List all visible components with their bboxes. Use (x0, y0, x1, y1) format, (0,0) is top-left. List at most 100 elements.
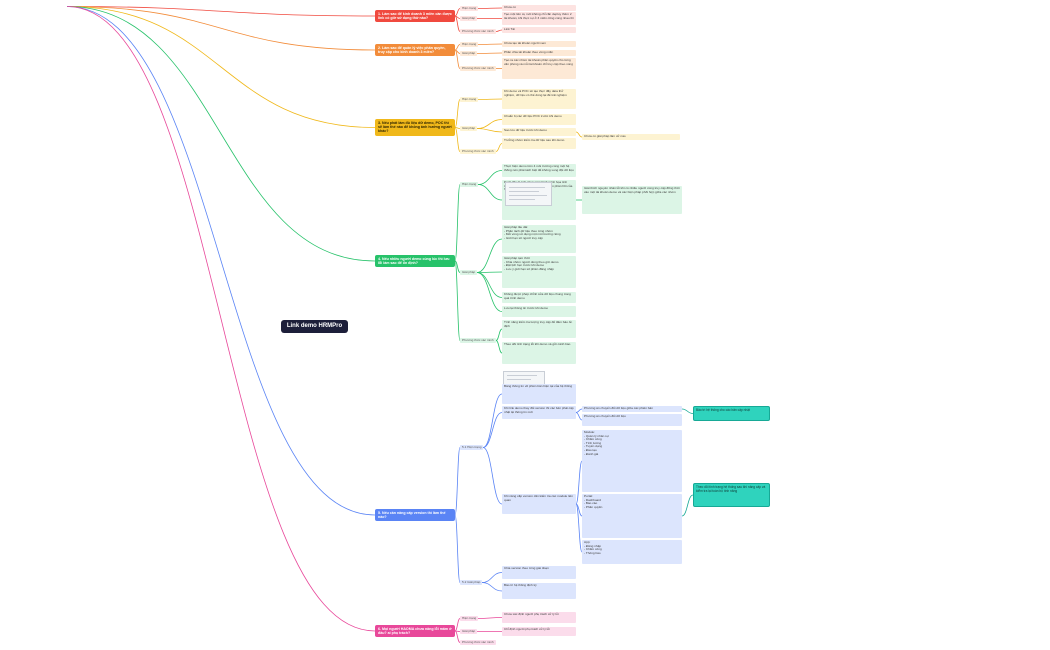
connector (481, 582, 503, 592)
t5-solution-leaf-1[interactable]: Chia version theo từng giai đoạn (502, 566, 576, 579)
t1-solution-leaf[interactable]: Tạo một liên cụ mới không chỉ cần deploy… (502, 12, 576, 25)
connector (482, 447, 503, 505)
t5-callout-2[interactable]: Theo dõi tình trạng hệ thống sau khi nân… (693, 483, 770, 507)
connector (495, 143, 503, 152)
connector (454, 514, 461, 583)
connector (66, 6, 376, 17)
connector (495, 328, 503, 341)
topic-3[interactable]: 3. Nếu phát làm đủ liệu dữ demo, POC thì… (375, 119, 455, 136)
t3-measure-label: Phương thức xác minh (460, 149, 496, 154)
connector (454, 260, 461, 341)
topic-4[interactable]: 4. Nếu nhiều người demo cùng lúc thì lưu… (375, 255, 455, 268)
t5-leaf-c[interactable]: Phương án chuyển đổi dữ liệu giữa các ph… (582, 406, 682, 412)
t5-leaf-app[interactable]: App: - Đăng nhập - Chấm công - Thông báo (582, 540, 682, 564)
connector (477, 43, 503, 45)
connector (476, 119, 503, 129)
t4-measure-leaf-2[interactable]: Theo dõi tình trạng lỗi khi demo và gửi … (502, 342, 576, 364)
connector (66, 6, 376, 632)
connector (477, 184, 503, 201)
t3-solution-leaf-1[interactable]: Chuẩn bị các dữ liệu POC trước khi demo (502, 114, 576, 125)
connector (454, 49, 461, 69)
t5-leaf-b[interactable]: Khi link demo thay đổi version thì các b… (502, 406, 576, 419)
connector (454, 447, 461, 516)
t1-measure-leaf[interactable]: Link Tải (502, 27, 576, 33)
t2-status-label: Hiện trạng (460, 42, 479, 47)
connector (575, 460, 583, 505)
t4-solution-label: Giải pháp (460, 270, 478, 275)
t4-measure-leaf-1[interactable]: Tính năng kiểm tra lượng truy cập để đảm… (502, 320, 576, 338)
t5-leaf-cn[interactable]: Phương án chuyển đổi dữ liệu (582, 414, 682, 426)
connector (482, 412, 503, 448)
t6-solution-leaf[interactable]: Chỉ định người phụ trách xử lý lỗi (502, 627, 576, 636)
t4-status-leaf-1[interactable]: Thực hiện demo trên 4 môi trường cùng mộ… (502, 164, 576, 177)
t1-measure-label: Phương thức xác minh (460, 29, 496, 34)
t1-solution-label: Giải pháp (460, 16, 478, 21)
t3-measure-note[interactable]: Chưa có giải pháp lâm xử nào (582, 134, 680, 140)
connector (454, 630, 461, 643)
t5-leaf-module[interactable]: Module: - Quản lý nhân sự - Chấm công - … (582, 430, 682, 492)
connector (66, 6, 376, 128)
t4-solution-leaf-3[interactable]: Không được phép chỉnh sửa dữ liệu chung … (502, 292, 576, 303)
t5-status-label: 5.1 Hiện trạng (460, 445, 484, 450)
connector (495, 29, 503, 32)
t3-solution-leaf-2[interactable]: Sao lưu dữ liệu trước khi demo (502, 128, 576, 136)
topic-2[interactable]: 2. Làm sao để quản lý việc phân quyền, t… (375, 44, 455, 57)
t5-callout-1[interactable]: Bảo trì hệ thống cho các bản cập nhật (693, 406, 770, 421)
t5-leaf-d[interactable]: Khi nâng cấp version cần kiểm tra các mo… (502, 494, 576, 514)
connector (575, 503, 583, 553)
t3-solution-label: Giải pháp (460, 126, 478, 131)
connector (482, 393, 503, 448)
t4-measure-label: Phương thức xác minh (460, 338, 496, 343)
connector (66, 6, 376, 51)
connector (454, 99, 461, 128)
connector (476, 271, 503, 273)
connector (66, 6, 376, 516)
t4-status-note[interactable]: Giải thích nguyên nhân lỗi khi có nhiều … (582, 186, 682, 214)
connector (476, 52, 503, 54)
t6-measure-label: Phương thức xác minh (460, 640, 496, 645)
t1-status-leaf[interactable]: Chưa có (502, 5, 576, 11)
t5-leaf-a[interactable]: Bảng thông tin về phiên bản hiện tại của… (502, 384, 576, 404)
topic-6[interactable]: 6. Mọi người HAOMA chưa nâng lỗi mâm ở đ… (375, 625, 455, 638)
connector (681, 494, 694, 517)
t3-status-leaf[interactable]: Khi demo và POC sẽ tạo thực đầy data thử… (502, 89, 576, 109)
t3-measure-leaf[interactable]: Trưởng nhóm kiểm tra dữ liệu sau khi dem… (502, 138, 576, 149)
t2-solution-label: Giải pháp (460, 51, 478, 56)
t2-status-leaf[interactable]: Chưa tạo tài khoản người xem (502, 41, 576, 47)
root-node[interactable]: Link demo HRMPro (281, 320, 348, 333)
t6-solution-label: Giải pháp (460, 629, 478, 634)
t5-solution-label: 5.2 Giải pháp (460, 580, 483, 585)
connector (477, 98, 503, 100)
t2-solution-leaf[interactable]: Phân chia tài khoản theo vùng miền (502, 50, 576, 56)
t2-measure-leaf[interactable]: Tạo ra các nhóm tài khoản phân quyền cho… (502, 58, 576, 79)
connector (476, 128, 503, 133)
topic-5[interactable]: 5. Nếu cần nâng cấp version thì làm thế … (375, 509, 455, 522)
t4-solution-leaf-4[interactable]: Lưu lại thông tin trước khi demo (502, 306, 576, 317)
t5-solution-leaf-2[interactable]: Bảo trì hệ thống định kỳ (502, 583, 576, 599)
connector (575, 131, 583, 138)
t5-leaf-portal[interactable]: Portal: - Dashboard - Báo cáo - Phân quy… (582, 494, 682, 538)
connector (481, 572, 503, 583)
connector (575, 412, 583, 421)
t4-solution-leaf-2[interactable]: Giải pháp tạm thời: - Chia nhóm người dù… (502, 256, 576, 288)
connector (681, 408, 694, 414)
connector (454, 127, 461, 152)
topic-1[interactable]: 1. Làm sao để kinh doanh 3 miền cần được… (375, 10, 455, 23)
connector (477, 617, 503, 619)
connector (477, 170, 503, 185)
connector (454, 260, 461, 273)
t2-measure-label: Phương thức xác minh (460, 66, 496, 71)
connector (495, 340, 503, 354)
t4-screenshot-image[interactable] (505, 182, 552, 206)
connector (575, 503, 583, 517)
connector (476, 238, 503, 273)
t3-status-label: Hiện trạng (460, 97, 479, 102)
t4-solution-leaf-1[interactable]: Giải pháp lâu dài: - Phân tách dữ liệu t… (502, 225, 576, 253)
connector (454, 184, 461, 262)
connector (477, 7, 503, 9)
t5-screenshot-image[interactable] (503, 371, 545, 385)
t6-status-leaf[interactable]: Chưa xác định người phụ trách xử lý lỗi (502, 612, 576, 623)
connector (454, 15, 461, 32)
t6-status-label: Hiện trạng (460, 616, 479, 621)
